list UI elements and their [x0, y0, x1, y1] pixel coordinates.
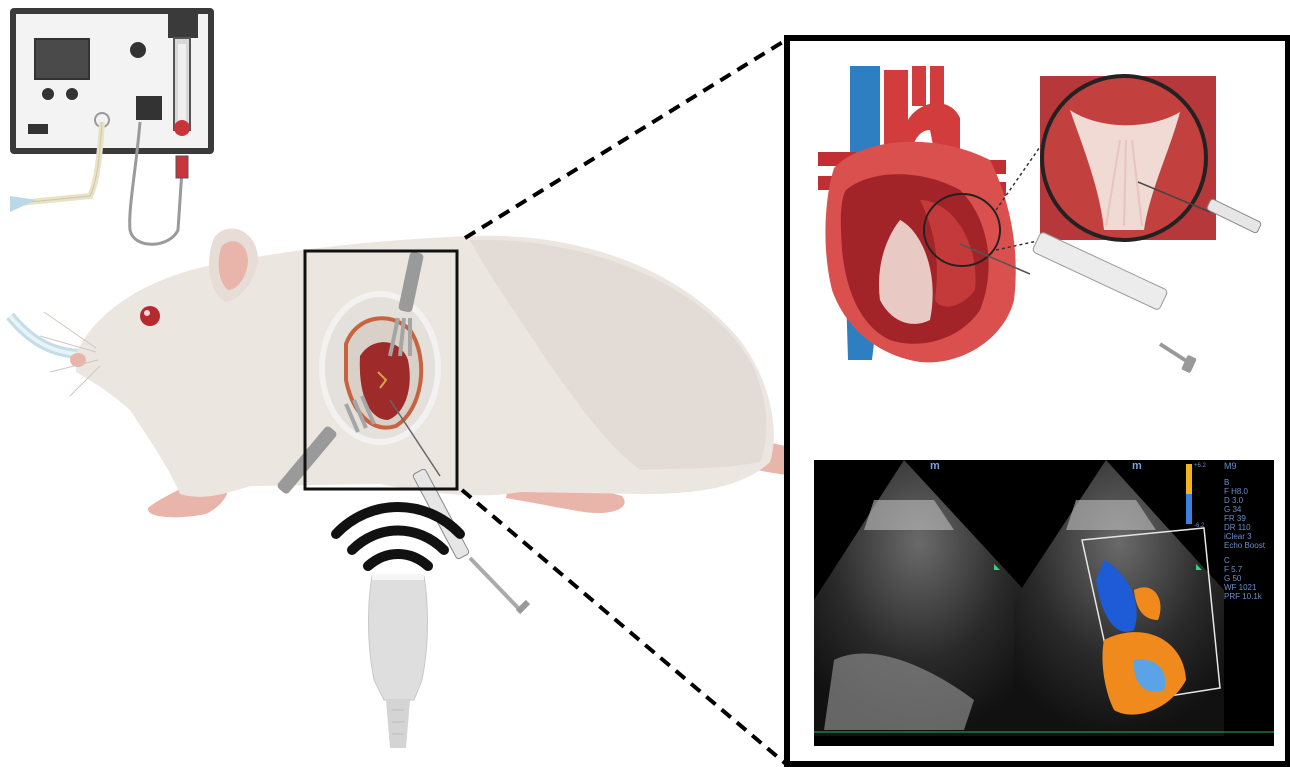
ultrasound-c-param: PRF 10.1k: [1224, 592, 1262, 601]
ultrasound-scale-bottom: -6.2: [1194, 522, 1204, 531]
ultrasound-b-param: Echo Boost: [1224, 541, 1265, 550]
ultrasound-scale-top: +6.2: [1194, 462, 1206, 471]
wireless-signal-icon: [336, 507, 460, 566]
ultrasound-b-param: D 3.0: [1224, 496, 1243, 505]
ultrasound-c-param: F 5.7: [1224, 565, 1242, 574]
ultrasound-b-param: FR 39: [1224, 514, 1246, 523]
ultrasound-probe-icon: [369, 574, 428, 748]
ultrasound-preset: M9: [1224, 462, 1237, 471]
ultrasound-marker-left: m: [930, 460, 940, 472]
ultrasound-marker-right: m: [1132, 460, 1142, 472]
surgical-site: [322, 294, 438, 442]
ultrasound-c-param: G 50: [1224, 574, 1241, 583]
ultrasound-section-c: C: [1224, 556, 1230, 565]
ultrasound-section-b: B: [1224, 478, 1229, 487]
ultrasound-b-param: F H8.0: [1224, 487, 1248, 496]
ultrasound-b-param: DR 110: [1224, 523, 1251, 532]
rat-icon: [10, 228, 890, 517]
anesthesia-machine-icon: [10, 8, 214, 244]
ultrasound-b-param: G 34: [1224, 505, 1241, 514]
ultrasound-b-param: iClear 3: [1224, 532, 1252, 541]
ultrasound-c-param: WF 1021: [1224, 583, 1256, 592]
ultrasound-image: m m +6.2 -6.2 M9 B F H8.0 D 3.0 G 34 FR …: [814, 460, 1274, 746]
